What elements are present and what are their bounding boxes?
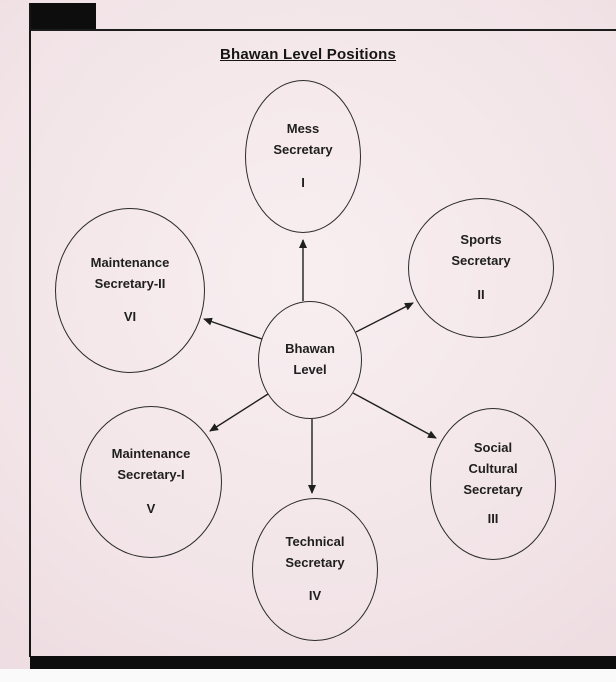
node-numeral: I (301, 175, 305, 191)
node-label: Bhawan (285, 341, 335, 357)
scan-artifact-left-line (29, 3, 31, 657)
scan-artifact-top-left-block (30, 3, 96, 29)
node-technical-secretary-text: Technical Secretary IV (285, 532, 344, 607)
node-label: Secretary (451, 253, 511, 269)
node-maintenance-secretary-1: Maintenance Secretary-I V (80, 406, 222, 558)
node-label: Level (293, 362, 327, 377)
arrow-to-maintenance-secretary-2 (203, 317, 263, 340)
node-label: Maintenance (90, 254, 170, 270)
node-label: Social (473, 439, 513, 455)
arrow-to-sports-secretary (355, 302, 414, 333)
node-numeral: IV (308, 588, 322, 604)
scan-artifact-bottom-bar (30, 656, 616, 669)
node-label: Secretary-II (94, 275, 166, 291)
scan-artifact-bottom-strip (0, 669, 616, 682)
node-label: Secretary (273, 141, 333, 157)
node-numeral: III (487, 511, 499, 527)
node-label: Secretary (285, 554, 345, 570)
arrow-to-social-cultural-secretary (352, 392, 437, 439)
node-social-cultural-secretary: Social Cultural Secretary III (430, 408, 556, 560)
arrow-to-maintenance-secretary-1 (209, 393, 269, 432)
node-label: Secretary (463, 481, 523, 497)
scan-artifact-top-line (29, 29, 616, 31)
node-label: Secretary-I (117, 467, 185, 483)
page-title: Bhawan Level Positions (219, 46, 397, 63)
node-technical-secretary: Technical Secretary IV (252, 498, 378, 641)
node-mess-secretary-text: Mess Secretary I (273, 119, 332, 194)
node-numeral: II (477, 286, 485, 302)
node-label: Cultural (468, 460, 518, 476)
node-numeral: V (146, 500, 156, 516)
node-label: Mess (286, 120, 320, 136)
node-mess-secretary: Mess Secretary I (245, 80, 361, 233)
node-maintenance-secretary-2: Maintenance Secretary-II VI (55, 208, 205, 373)
node-label: Technical (285, 533, 345, 549)
node-bhawan-level: Bhawan Level (258, 301, 362, 419)
node-maintenance-secretary-2-text: Maintenance Secretary-II VI (91, 253, 170, 328)
node-numeral: VI (123, 309, 137, 325)
node-social-cultural-secretary-text: Social Cultural Secretary III (463, 438, 522, 530)
node-sports-secretary-text: Sports Secretary II (451, 230, 510, 305)
node-bhawan-level-text: Bhawan Level (285, 339, 335, 381)
node-sports-secretary: Sports Secretary II (408, 198, 554, 338)
node-label: Maintenance (111, 446, 191, 462)
node-label: Sports (460, 232, 502, 248)
node-maintenance-secretary-1-text: Maintenance Secretary-I V (112, 444, 191, 519)
